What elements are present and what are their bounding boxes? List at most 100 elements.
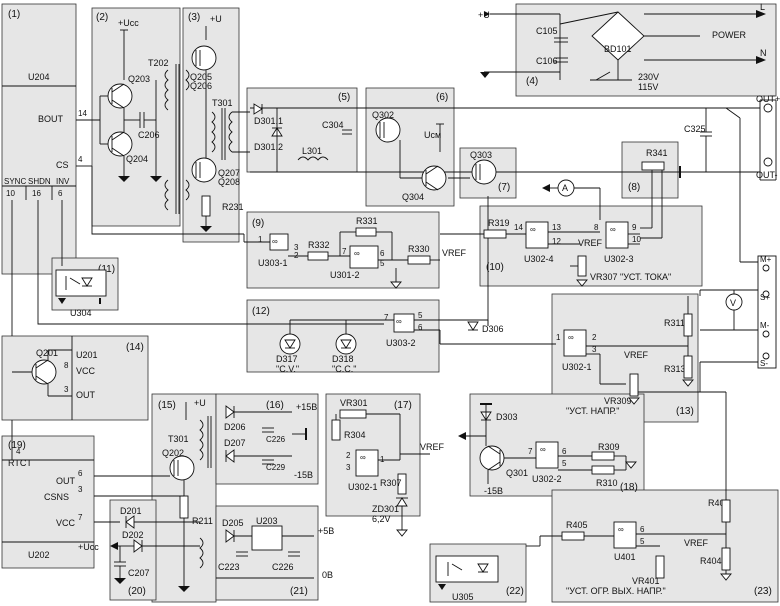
- block-3-mosfets: +U Q205 Q206 T301 Q207 Q208 R231: [185, 14, 250, 232]
- label-u401: U401: [614, 552, 636, 562]
- svg-text:3: 3: [64, 385, 69, 394]
- label-d207: D207: [224, 438, 246, 448]
- transistor-q302: [375, 117, 401, 143]
- block-2-driver: +Ucc Q203 Q204 C206 T202: [99, 18, 180, 214]
- label-q205: Q205: [190, 72, 212, 82]
- resistor-r231: [201, 195, 211, 217]
- transistor-q207: [191, 157, 217, 183]
- label-u303-1: U303-1: [258, 258, 288, 268]
- pin-16: 16: [32, 189, 41, 198]
- block-4-mains: +U C105 C106 BD101 POWER L N 230V 115V: [478, 2, 767, 92]
- svg-text:5: 5: [418, 311, 423, 320]
- block-label-14: (14): [126, 342, 144, 353]
- label-q301: Q301: [506, 468, 528, 478]
- block-label-21: (21): [290, 586, 308, 597]
- label-r341: R341: [646, 148, 668, 158]
- label-u302-1-17: U302-1: [348, 482, 378, 492]
- potentiometer-vr307: [577, 255, 587, 277]
- block-21: [215, 505, 319, 601]
- label-plus5v: +5В: [318, 526, 334, 536]
- label-r404: R404: [700, 556, 722, 566]
- label-115v: 115V: [638, 82, 658, 92]
- label-r231: R231: [222, 202, 244, 212]
- label-c223: C223: [218, 562, 240, 572]
- label-minus15v: -15В: [294, 470, 313, 480]
- label-n: N: [760, 48, 767, 58]
- block-label-12: (12): [252, 306, 270, 317]
- label-out-minus: OUT-: [756, 170, 778, 180]
- label-t301-15: T301: [168, 434, 189, 444]
- block-label-4: (4): [526, 76, 538, 87]
- block-23: [551, 489, 779, 603]
- pin-6: 6: [58, 189, 63, 198]
- label-s-minus: S-: [760, 359, 768, 368]
- block-12-indicators: D317 "C.V." D318 "C.C." ∞ 7 5 6 U303-2 D…: [276, 311, 556, 374]
- block-1-u204: U204 BOUT CS SYNC SHDN INV 14 4 10 16 6: [2, 72, 244, 336]
- svg-text:4: 4: [16, 447, 21, 456]
- label-q303: Q303: [470, 150, 492, 160]
- ground-symbol: [118, 176, 130, 182]
- label-d201: D201: [120, 506, 142, 516]
- label-r332: R332: [308, 240, 330, 250]
- label-voltmeter: V: [730, 298, 736, 308]
- label-r330: R330: [408, 244, 430, 254]
- terminal-out-plus: [763, 103, 773, 113]
- label-vr301: VR301: [340, 398, 368, 408]
- ammeter: A: [542, 179, 601, 220]
- label-u302-4: U302-4: [524, 254, 554, 264]
- svg-text:2: 2: [346, 451, 351, 460]
- block-15-q202: +U T301 Q202 R211: [94, 398, 213, 592]
- svg-text:1: 1: [380, 455, 385, 464]
- label-c105: C105: [536, 26, 558, 36]
- sense-connector: [757, 255, 777, 369]
- pin-shdn: SHDN: [28, 177, 51, 186]
- label-d317: D317: [276, 354, 298, 364]
- block-label-17: (17): [394, 400, 412, 411]
- resistor-r211: [179, 495, 189, 519]
- label-u301-2: U301-2: [330, 270, 360, 280]
- pin-out-u201: OUT: [76, 390, 96, 400]
- svg-text:9: 9: [632, 223, 637, 232]
- svg-text:∞: ∞: [272, 237, 278, 246]
- resistor-r330: [407, 255, 431, 265]
- label-r405: R405: [566, 520, 588, 530]
- sense-terminals: M+ S+ M- S- V: [699, 255, 777, 392]
- svg-text:2: 2: [592, 333, 597, 342]
- label-u-plus-15: +U: [194, 398, 206, 408]
- block-label-6: (6): [436, 92, 448, 103]
- label-vr309-desc: "УСТ. НАПР.": [566, 406, 619, 416]
- label-q203: Q203: [128, 74, 150, 84]
- pin-out-u202: OUT: [56, 476, 76, 486]
- label-u-plus-4: +U: [478, 10, 490, 20]
- label-vref-17: VREF: [420, 442, 445, 452]
- label-vref-13: VREF: [624, 350, 649, 360]
- block-13-voltage: ∞ 1 2 3 U302-1 VREF VR309 "УСТ. НАПР." R…: [556, 296, 694, 416]
- svg-text:∞: ∞: [618, 525, 624, 534]
- optocoupler-u305: [435, 555, 499, 583]
- svg-text:∞: ∞: [540, 445, 546, 454]
- block-19: [1, 435, 95, 569]
- opamp-u302-2: [535, 441, 559, 469]
- block-labels: (1) (2) (3) (4) (5) (6) (7) (8) (9) (10)…: [8, 9, 772, 597]
- block-23-ovp: R405 ∞ 6 5 U401 VREF VR401 "УСТ. ОГР. ВЫ…: [540, 392, 732, 596]
- svg-text:6: 6: [640, 525, 645, 534]
- diode-d205: [225, 529, 235, 543]
- block-18-negative: D303 Q301 -15В ∞ 7 6 5 U302-2 R309 R310: [458, 403, 637, 496]
- pin-rtct: RTCT: [8, 458, 32, 468]
- pin-vcc-u202: VCC: [56, 518, 76, 528]
- diode-d306: [467, 321, 479, 331]
- svg-text:∞: ∞: [530, 225, 536, 234]
- label-r311: R311: [664, 318, 685, 328]
- terminal-out-minus: [763, 157, 773, 167]
- svg-text:7: 7: [78, 513, 83, 522]
- block-4: [515, 3, 777, 97]
- resistor-r402: [721, 499, 731, 523]
- label-r331: R331: [356, 216, 378, 226]
- comparator-u401: [613, 521, 637, 549]
- svg-text:3: 3: [78, 485, 83, 494]
- svg-text:5: 5: [562, 459, 567, 468]
- label-zd301-v: 6,2V: [372, 514, 391, 524]
- output-rails: OUT+ OUT- C325: [250, 94, 780, 262]
- block-20-aux: D201 D202 +Uсс C207: [78, 506, 200, 584]
- transformer-t301-15: [199, 419, 204, 461]
